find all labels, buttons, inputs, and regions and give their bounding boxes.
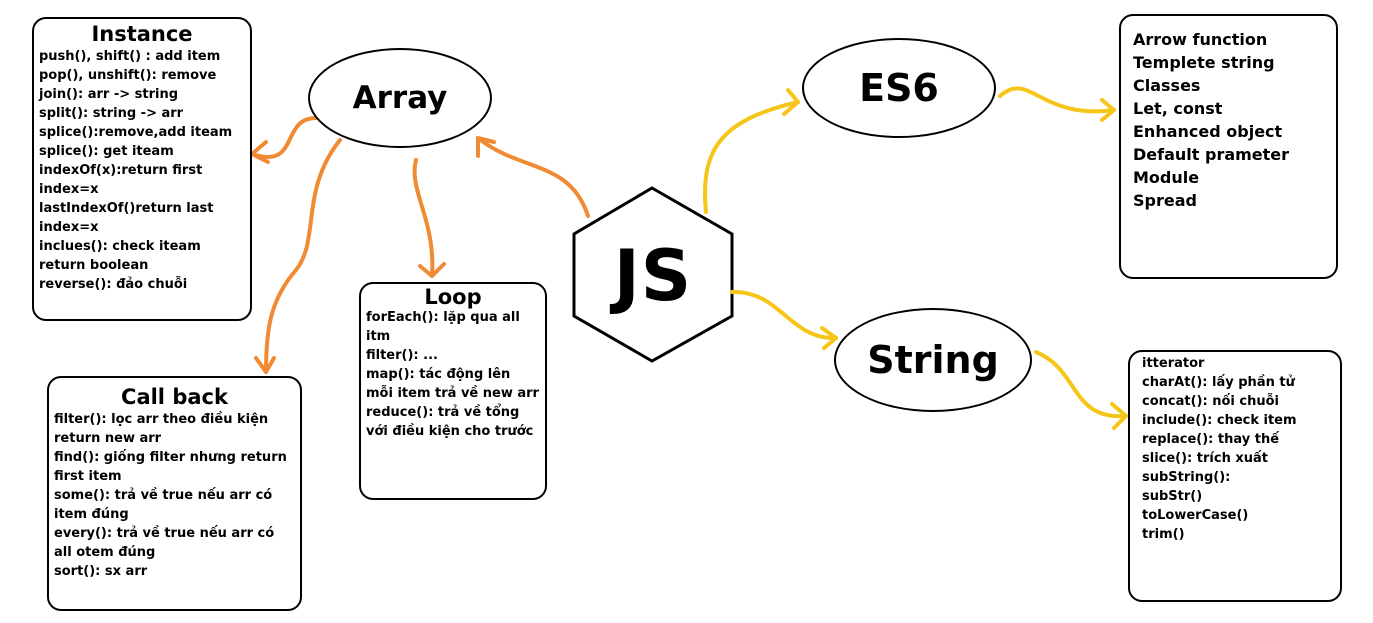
list-item: splice(): get iteam <box>39 144 174 159</box>
list-item: lastIndexOf()return last index=x <box>39 201 214 235</box>
list-item: Default prameter <box>1133 145 1290 164</box>
instance-lines: push(), shift() : add item pop(), unshift… <box>39 47 245 294</box>
loop-box: Loop forEach(): lặp qua all itm filter():… <box>359 282 547 500</box>
arrow-es6-to-es6box <box>998 86 1116 122</box>
string-lines: itterator charAt(): lấy phần tử concat(): … <box>1142 354 1328 544</box>
list-item: reverse(): đảo chuỗi <box>39 277 188 292</box>
callback-box: Call back filter(): lọc arr theo điều ki… <box>47 376 302 611</box>
list-item: forEach(): lặp qua all itm <box>366 310 520 344</box>
es6-node: ES6 <box>802 38 996 138</box>
list-item: slice(): trích xuất <box>1142 451 1268 466</box>
instance-title: Instance <box>91 22 193 46</box>
arrow-array-to-callback <box>254 138 342 374</box>
list-item: sort(): sx arr <box>54 564 148 579</box>
instance-box: Instance push(), shift() : add item pop()… <box>32 17 252 321</box>
list-item: itterator <box>1142 356 1205 371</box>
list-item: toLowerCase() <box>1142 508 1249 523</box>
list-item: reduce(): trả về tổng với điều kiện cho … <box>366 405 534 439</box>
js-hexagon <box>572 186 734 363</box>
callback-lines: filter(): lọc arr theo điều kiện return … <box>54 410 295 581</box>
list-item: subString(): <box>1142 470 1231 485</box>
callback-title: Call back <box>121 385 228 409</box>
arrow-js-to-es6 <box>703 88 800 214</box>
arrow-js-to-string <box>730 289 838 350</box>
string-node: String <box>834 308 1032 412</box>
list-item: Arrow function <box>1133 30 1268 49</box>
arrow-string-to-stringbox <box>1034 350 1128 430</box>
list-item: Spread <box>1133 191 1197 210</box>
list-item: subStr() <box>1142 489 1203 504</box>
string-box: itterator charAt(): lấy phần tử concat(): … <box>1128 350 1342 602</box>
list-item: Templete string <box>1133 53 1275 72</box>
list-item: Let, const <box>1133 99 1223 118</box>
arrow-array-to-instance <box>250 116 318 164</box>
list-item: filter(): ... <box>366 348 438 363</box>
list-item: push(), shift() : add item <box>39 49 221 64</box>
list-item: Module <box>1133 168 1200 187</box>
list-item: join(): arr -> string <box>39 87 179 102</box>
list-item: find(): giống filter nhưng return first … <box>54 450 287 484</box>
list-item: replace(): thay thế <box>1142 432 1280 447</box>
list-item: Enhanced object <box>1133 122 1283 141</box>
array-node-label: Array <box>352 80 448 116</box>
list-item: filter(): lọc arr theo điều kiện return … <box>54 412 269 446</box>
arrow-array-to-loop <box>412 158 446 278</box>
loop-title: Loop <box>424 285 482 309</box>
list-item: some(): trả về true nếu arr có item đúng <box>54 488 273 522</box>
list-item: pop(), unshift(): remove <box>39 68 217 83</box>
list-item: inclues(): check iteam return boolean <box>39 239 201 273</box>
list-item: concat(): nối chuỗi <box>1142 394 1279 409</box>
list-item: every(): trả về true nếu arr có all otem… <box>54 526 275 560</box>
es6-node-label: ES6 <box>859 66 939 110</box>
list-item: include(): check item <box>1142 413 1297 428</box>
loop-lines: forEach(): lặp qua all itm filter(): ... m… <box>366 308 540 441</box>
array-node: Array <box>308 48 492 148</box>
list-item: split(): string -> arr <box>39 106 184 121</box>
arrow-js-to-array <box>476 136 590 218</box>
list-item: trim() <box>1142 527 1185 542</box>
list-item: Classes <box>1133 76 1201 95</box>
list-item: splice():remove,add iteam <box>39 125 233 140</box>
js-label: JS <box>613 235 693 317</box>
list-item: charAt(): lấy phần tử <box>1142 375 1295 390</box>
list-item: indexOf(x):return first index=x <box>39 163 203 197</box>
string-node-label: String <box>867 338 999 382</box>
list-item: map(): tác động lên mỗi item trả về new … <box>366 367 539 401</box>
